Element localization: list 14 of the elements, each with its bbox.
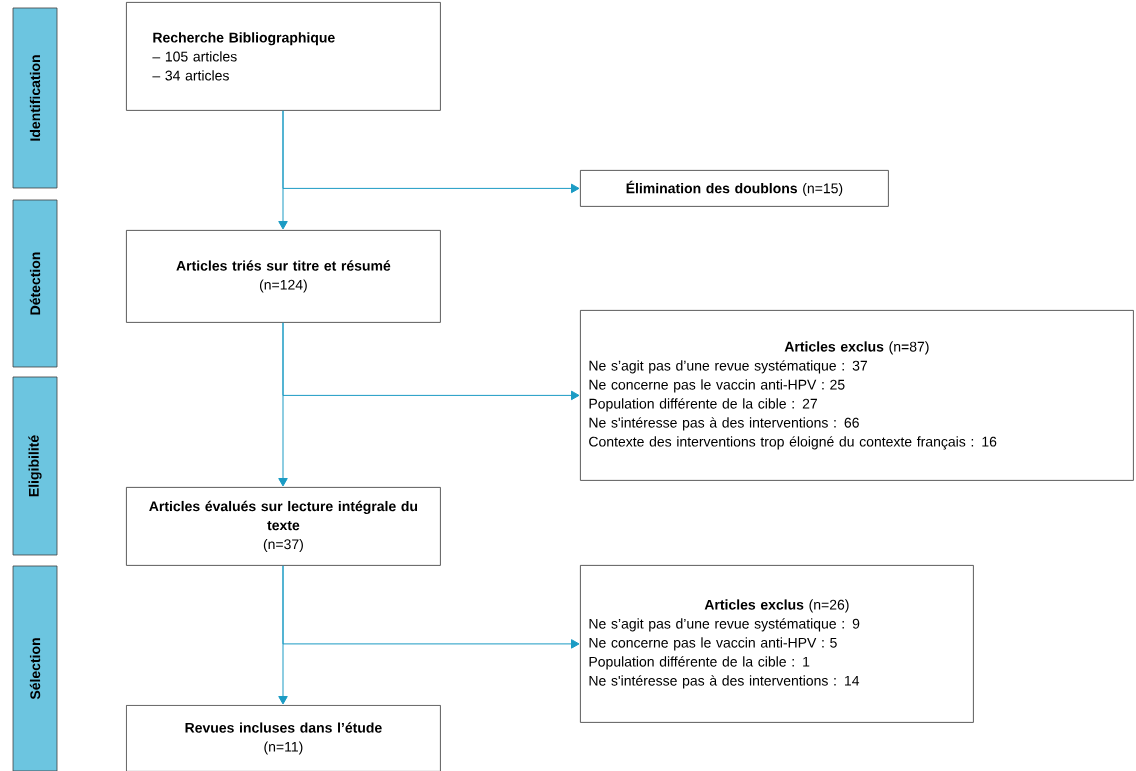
- stage-band: Identification: [12, 7, 58, 189]
- process-box: Articles triés sur titre et résumé (n=124): [126, 230, 441, 323]
- stage-band: Eligibilité: [12, 376, 58, 556]
- stage-band: Détection: [12, 199, 58, 368]
- stage-band: Sélection: [12, 565, 58, 771]
- process-box: Articles exclus (n=87) Ne s’agit pas d’une revue systématique : 37 Ne concerne pas le vaccin anti-HPV : 25 Population différente de la cible : 27 Ne s'intéresse pas à des interventions : 66 Contexte des interventions trop éloigné du contexte français : 16: [580, 310, 1134, 481]
- arrow: [282, 565, 580, 649]
- process-box: Recherche Bibliographique – 105 articles – 34 articles: [126, 2, 441, 111]
- process-box: Revues incluses dans l’étude (n=11): [126, 705, 441, 771]
- arrow: [282, 322, 580, 401]
- process-box: Articles exclus (n=26) Ne s’agit pas d’une revue systématique : 9 Ne concerne pas le vaccin anti-HPV : 5 Population différente de la cible : 1 Ne s'intéresse pas à des interventions : 14: [580, 565, 974, 723]
- process-box: Articles évalués sur lecture intégrale du texte (n=37): [126, 487, 441, 566]
- arrow: [282, 110, 580, 194]
- process-box: Élimination des doublons (n=15): [580, 170, 889, 207]
